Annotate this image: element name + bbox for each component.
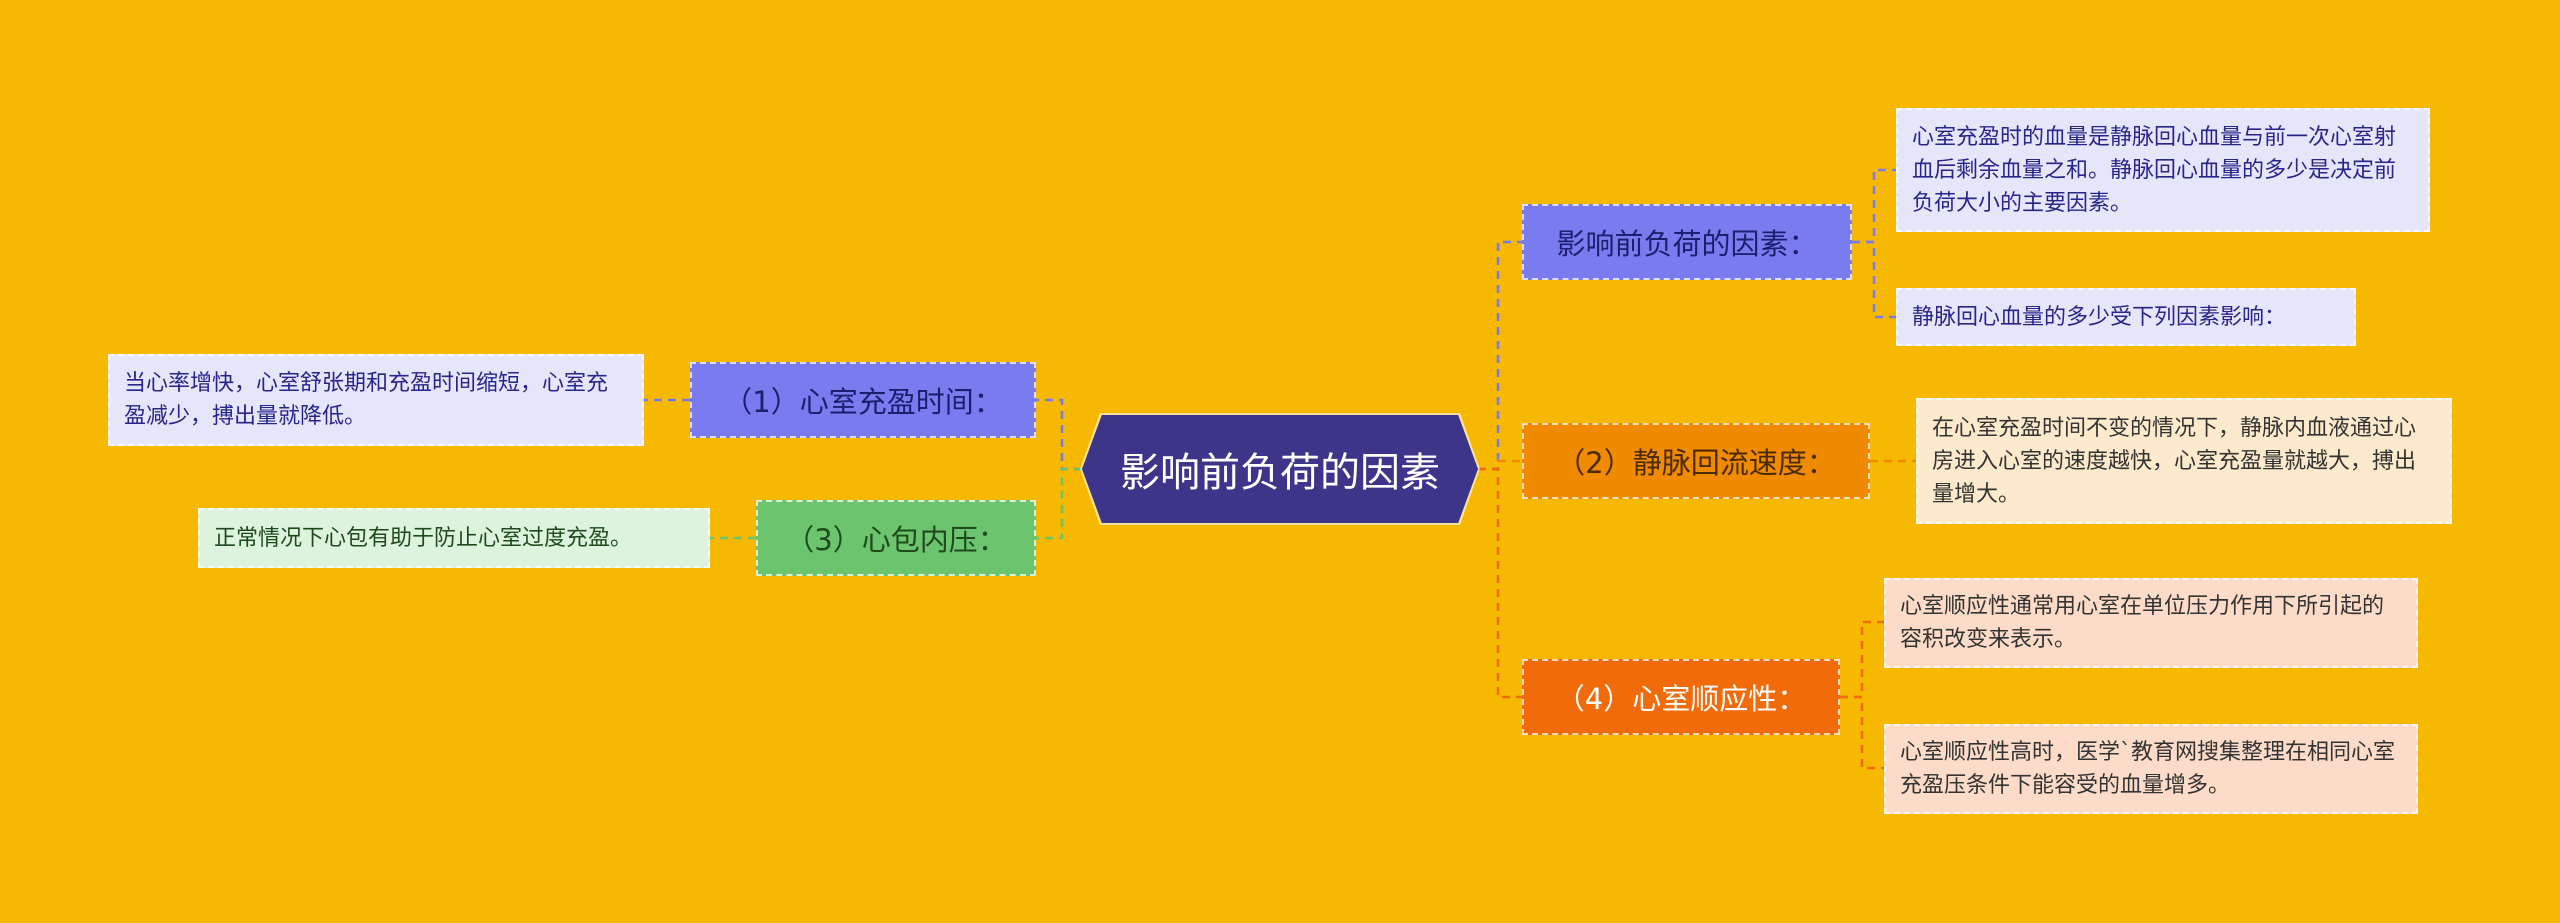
leaf-text: 静脉回心血量的多少受下列因素影响：: [1912, 304, 2287, 330]
leaf-node-return-speed-detail[interactable]: 在心室充盈时间不变的情况下，静脉内血液通过心房进入心室的速度越快，心室充盈量就越…: [1916, 398, 2452, 524]
root-label: 影响前负荷的因素: [1120, 450, 1440, 496]
leaf-node-filling-volume[interactable]: 心室充盈时的血量是静脉回心血量与前一次心室射血后剩余血量之和。静脉回心血量的多少…: [1896, 108, 2430, 232]
link-branch-0-leaf-0: [1852, 168, 1896, 244]
leaf-node-compliance-definition[interactable]: 心室顺应性通常用心室在单位压力作用下所引起的容积改变来表示。: [1884, 578, 2418, 668]
branch-label: （2）静脉回流速度：: [1556, 446, 1836, 480]
link-branch-0-leaf-1: [1852, 240, 1896, 319]
link-root-branch-2: [1478, 467, 1522, 699]
leaf-text: 正常情况下心包有助于防止心室过度充盈。: [214, 525, 633, 551]
branch-label: （1）心室充盈时间：: [723, 385, 1003, 419]
link-branch-2-leaf-1: [1840, 695, 1884, 770]
branch-label: （4）心室顺应性：: [1555, 682, 1807, 716]
branch-node-preload-factors[interactable]: 影响前负荷的因素：: [1522, 204, 1852, 280]
leaf-text: 在心室充盈时间不变的情况下，静脉内血液通过心房进入心室的速度越快，心室充盈量就越…: [1932, 415, 2417, 507]
branch-node-pericardial-pressure[interactable]: （3）心包内压：: [756, 500, 1036, 576]
link-root-branch-0: [1478, 240, 1522, 471]
link-branch-2-leaf-0: [1840, 620, 1884, 699]
leaf-text: 心室顺应性通常用心室在单位压力作用下所引起的容积改变来表示。: [1900, 594, 2385, 652]
root-node[interactable]: 影响前负荷的因素: [1082, 415, 1478, 523]
leaf-node-compliance-high[interactable]: 心室顺应性高时，医学`教育网搜集整理在相同心室充盈压条件下能容受的血量增多。: [1884, 724, 2418, 814]
leaf-text: 心室充盈时的血量是静脉回心血量与前一次心室射血后剩余血量之和。静脉回心血量的多少…: [1912, 124, 2397, 216]
link-root-branch-3: [1036, 398, 1082, 471]
link-root-branch-4: [1036, 467, 1082, 540]
leaf-text: 心室顺应性高时，医学`教育网搜集整理在相同心室充盈压条件下能容受的血量增多。: [1900, 740, 2396, 798]
leaf-node-heart-rate[interactable]: 当心率增快，心室舒张期和充盈时间缩短，心室充盈减少，搏出量就降低。: [108, 354, 644, 446]
branch-label: （3）心包内压：: [785, 523, 1007, 557]
branch-node-ventricular-compliance[interactable]: （4）心室顺应性：: [1522, 659, 1840, 735]
branch-label: 影响前负荷的因素：: [1556, 227, 1818, 261]
branch-node-venous-return-speed[interactable]: （2）静脉回流速度：: [1522, 423, 1870, 499]
leaf-text: 当心率增快，心室舒张期和充盈时间缩短，心室充盈减少，搏出量就降低。: [124, 371, 609, 429]
leaf-node-pericardium[interactable]: 正常情况下心包有助于防止心室过度充盈。: [198, 508, 710, 568]
branch-node-filling-time[interactable]: （1）心室充盈时间：: [690, 362, 1036, 438]
leaf-node-venous-return[interactable]: 静脉回心血量的多少受下列因素影响：: [1896, 288, 2356, 346]
